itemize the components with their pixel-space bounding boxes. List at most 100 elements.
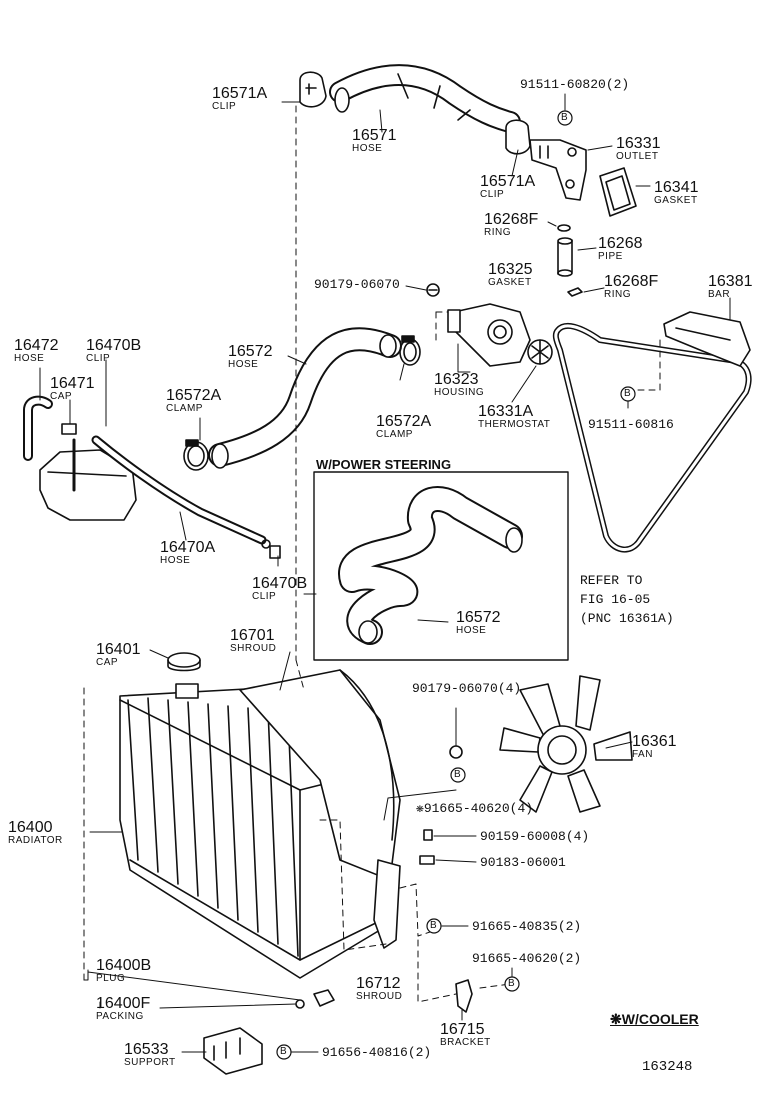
part-label: 16470B CLIP bbox=[86, 338, 141, 364]
bolt-letter: B bbox=[430, 920, 438, 931]
part-number: 16470B bbox=[252, 575, 308, 592]
part-name: BRACKET bbox=[440, 1037, 491, 1048]
part-label: 16401 CAP bbox=[96, 642, 141, 668]
part-number: 16268 bbox=[598, 235, 643, 252]
bolt-icon bbox=[419, 855, 435, 865]
part-label: 16572 HOSE bbox=[456, 610, 501, 636]
part-number: 16572A bbox=[376, 413, 432, 430]
ps-hose bbox=[338, 486, 523, 645]
part-label: 16341 GASKET bbox=[654, 180, 699, 206]
part-name: RING bbox=[604, 289, 631, 300]
part-label: 16331A THERMOSTAT bbox=[478, 404, 550, 430]
part-number: 16712 bbox=[356, 975, 401, 992]
part-name: HOSE bbox=[228, 359, 259, 370]
part-name: CAP bbox=[96, 657, 119, 668]
part-label: 91511-60816 bbox=[588, 418, 674, 431]
part-number: 91656-40816(2) bbox=[322, 1045, 432, 1060]
part-label: 91511-60820(2) bbox=[520, 78, 629, 91]
part-name: GASKET bbox=[654, 195, 698, 206]
water-outlet bbox=[529, 139, 587, 201]
part-label: 91665-40835(2) bbox=[472, 920, 581, 933]
part-label: 90179-06070 bbox=[314, 278, 400, 291]
radiator-cap bbox=[167, 652, 201, 672]
part-number: 16571A bbox=[480, 173, 536, 190]
bracket-icon bbox=[455, 979, 473, 1013]
adjusting-bar bbox=[663, 311, 751, 367]
part-number: 16471 bbox=[50, 375, 95, 392]
lower-hose bbox=[208, 327, 402, 469]
part-label: 16572A CLAMP bbox=[376, 414, 431, 440]
part-number: 16572 bbox=[456, 609, 501, 626]
part-number: 16572A bbox=[166, 387, 222, 404]
bolt-letter: B bbox=[508, 978, 516, 989]
part-name: CLAMP bbox=[166, 403, 203, 414]
part-label: 90179-06070(4) bbox=[412, 682, 521, 695]
part-label: 90183-06001 bbox=[480, 856, 566, 869]
cooler-note: W/COOLER bbox=[621, 1011, 699, 1027]
part-label: 16470A HOSE bbox=[160, 540, 215, 566]
part-name: CAP bbox=[50, 391, 73, 402]
part-number: 16325 bbox=[488, 261, 533, 278]
part-number: 16571A bbox=[212, 85, 268, 102]
drain-plug bbox=[313, 989, 335, 1007]
refer-note: REFER TO FIG 16-05 (PNC 16361A) bbox=[580, 572, 674, 629]
reservoir-tank bbox=[39, 438, 137, 521]
bolt-icon bbox=[295, 999, 305, 1009]
part-label: 16400F PACKING bbox=[96, 996, 150, 1022]
part-name: OUTLET bbox=[616, 151, 659, 162]
leader-lines bbox=[39, 93, 731, 1053]
figure-code: 163248 bbox=[642, 1059, 693, 1075]
part-label: 16268F RING bbox=[604, 274, 658, 300]
part-number: 91511-60816 bbox=[588, 417, 674, 432]
part-number: 90159-60008(4) bbox=[480, 829, 590, 844]
part-number: 16472 bbox=[14, 337, 59, 354]
bolt-b-marks bbox=[276, 110, 636, 1060]
part-label: 16572A CLAMP bbox=[166, 388, 221, 414]
part-number: 16341 bbox=[654, 179, 699, 196]
part-name: RADIATOR bbox=[8, 835, 63, 846]
part-number: 16572 bbox=[228, 343, 273, 360]
bolt-letter: B bbox=[624, 388, 632, 399]
part-name: SHROUD bbox=[356, 991, 403, 1002]
bolt-letter: B bbox=[454, 769, 462, 780]
bolt-letter: B bbox=[561, 112, 569, 123]
refer-note-line: REFER TO bbox=[580, 573, 643, 588]
frame-title: W/POWER STEERING bbox=[316, 457, 452, 472]
part-number: 16400F bbox=[96, 995, 151, 1012]
part-name: HOSE bbox=[160, 555, 191, 566]
overflow-hose bbox=[91, 435, 271, 549]
drive-belt bbox=[552, 322, 752, 553]
cooler-mark: ❋ bbox=[416, 801, 424, 816]
clip-icon bbox=[269, 545, 281, 559]
part-label: 16472 HOSE bbox=[14, 338, 59, 364]
part-label: 16268F RING bbox=[484, 212, 538, 238]
part-label: 16712 SHROUD bbox=[356, 976, 402, 1002]
part-number: 16323 bbox=[434, 371, 479, 388]
part-label: 16701 SHROUD bbox=[230, 628, 276, 654]
part-name: HOUSING bbox=[434, 387, 485, 398]
part-label: 16715 BRACKET bbox=[440, 1022, 491, 1048]
part-label: 16331 OUTLET bbox=[616, 136, 661, 162]
part-name: CLIP bbox=[86, 353, 111, 364]
fan-shroud bbox=[239, 669, 401, 881]
part-label: ❋91665-40620(4) bbox=[416, 800, 533, 816]
bolt-icon bbox=[449, 745, 463, 759]
thermostat bbox=[527, 339, 553, 365]
thermostat-housing bbox=[447, 303, 531, 367]
cooling-fan bbox=[499, 675, 633, 813]
clamp-icon bbox=[399, 335, 421, 366]
clamp-icon bbox=[183, 439, 209, 471]
clip-icon bbox=[299, 71, 327, 108]
part-number: 16400B bbox=[96, 957, 152, 974]
part-name: RING bbox=[484, 227, 511, 238]
part-label: 16571A CLIP bbox=[480, 174, 535, 200]
part-label: 16471 CAP bbox=[50, 376, 95, 402]
part-label: 16361 FAN bbox=[632, 734, 677, 760]
part-name: PIPE bbox=[598, 251, 623, 262]
support-icon bbox=[203, 1027, 263, 1075]
part-number: 16381 bbox=[708, 273, 753, 290]
part-number: 16533 bbox=[124, 1041, 169, 1058]
part-name: PACKING bbox=[96, 1011, 144, 1022]
part-label: 16400B PLUG bbox=[96, 958, 151, 984]
